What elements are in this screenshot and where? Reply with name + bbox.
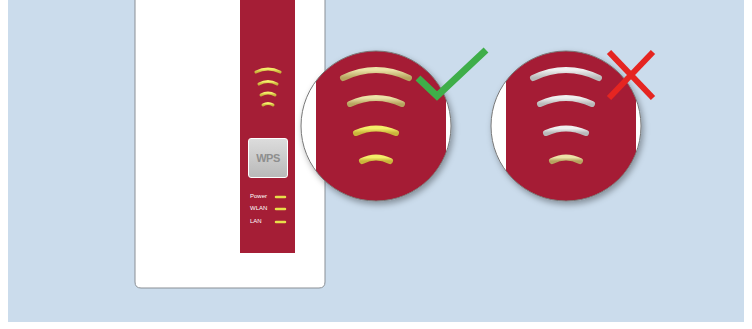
status-leds: [276, 197, 285, 222]
background: [8, 0, 744, 322]
cross-mark: [609, 52, 653, 98]
front-strip: [240, 0, 295, 253]
repeater-body: [135, 0, 325, 288]
check-mark: [418, 50, 486, 96]
led-label: LAN: [250, 218, 262, 225]
wps-button: WPS: [248, 138, 288, 178]
wifi-leds: [256, 69, 280, 114]
led-label: Power: [250, 193, 267, 200]
zoom-unlit: [491, 40, 641, 220]
button-label: WPS: [256, 152, 280, 164]
led-label: WLAN: [250, 205, 267, 212]
zoom-lit: [301, 40, 451, 220]
